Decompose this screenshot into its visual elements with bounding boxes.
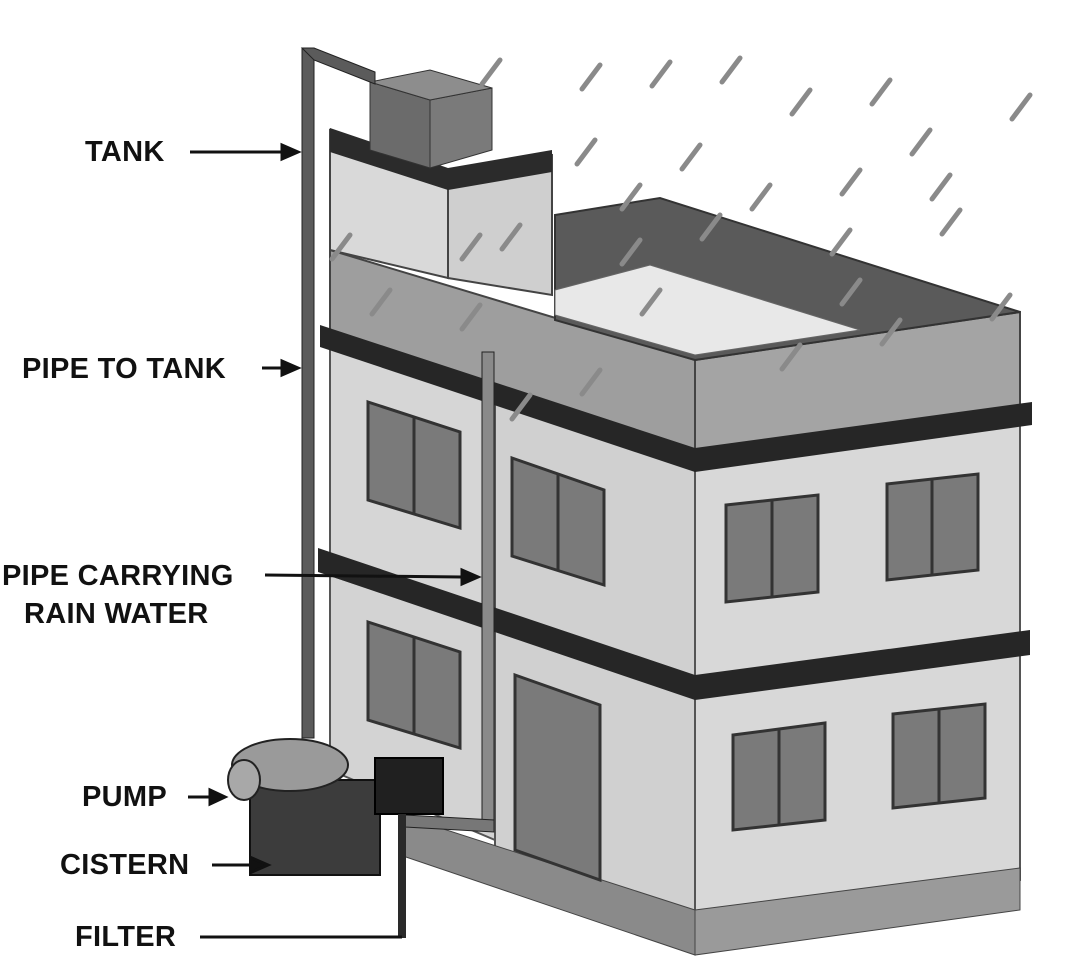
pipe-to-tank-elbow [300,47,376,85]
roof-deck [554,264,861,356]
rain-streaks [329,55,1033,422]
rain-streak [579,367,603,397]
arrow-pipe-carrying [264,573,463,579]
label-pump: PUMP [82,781,167,813]
door [513,672,602,883]
label-filter: FILTER [75,921,177,953]
rain-streak [719,55,743,85]
rain-streak [839,167,863,197]
rain-streak [649,59,673,89]
rain-streak [619,237,643,267]
band-top-left [320,325,695,472]
rain-streak [989,292,1013,322]
rain-streak [459,302,483,332]
rain-streak [749,182,773,212]
cistern-box [249,779,381,876]
pipe-to-tank [301,47,315,739]
rain-streak [939,207,963,237]
band-top-right [695,402,1032,472]
rain-streak [574,137,598,167]
rain-streak [579,62,603,92]
label-cistern: CISTERN [60,849,190,881]
label-pipe-to-tank: PIPE TO TANK [22,353,226,385]
rain-streak [499,222,523,252]
base-right [694,867,1021,956]
rain-streak [869,77,893,107]
label-tank: TANK [85,136,165,168]
label-pipe-carrying-line1: PIPE CARRYING [2,560,234,592]
rain-streak [1009,92,1033,122]
label-arrows [188,142,482,939]
window-mullions [412,417,941,825]
rain-streak [509,392,533,422]
pump-body [231,738,349,792]
filter-box [374,757,444,815]
filter-stem [398,814,406,938]
rain-streak [679,142,703,172]
band-mid-right [695,630,1030,700]
rain-streak [479,57,503,87]
tank-box-right [429,87,493,169]
rain-streak [909,127,933,157]
pump-motor [227,759,261,801]
label-pipe-carrying-line2: RAIN WATER [24,598,209,630]
rainwater-pipe [481,351,495,821]
rain-streak [329,232,353,262]
rain-streak [369,287,393,317]
band-mid-left [318,548,695,700]
tank-box-top [369,69,493,101]
tank-housing-cap [330,128,552,190]
rain-streak [879,317,903,347]
rain-streak [929,172,953,202]
rain-streak [699,212,723,242]
rain-streak [639,287,663,317]
rain-streak [779,342,803,372]
rain-streak [619,182,643,212]
rain-streak [789,87,813,117]
rain-streak [829,227,853,257]
rain-streak [459,232,483,262]
rain-streak [839,277,863,307]
